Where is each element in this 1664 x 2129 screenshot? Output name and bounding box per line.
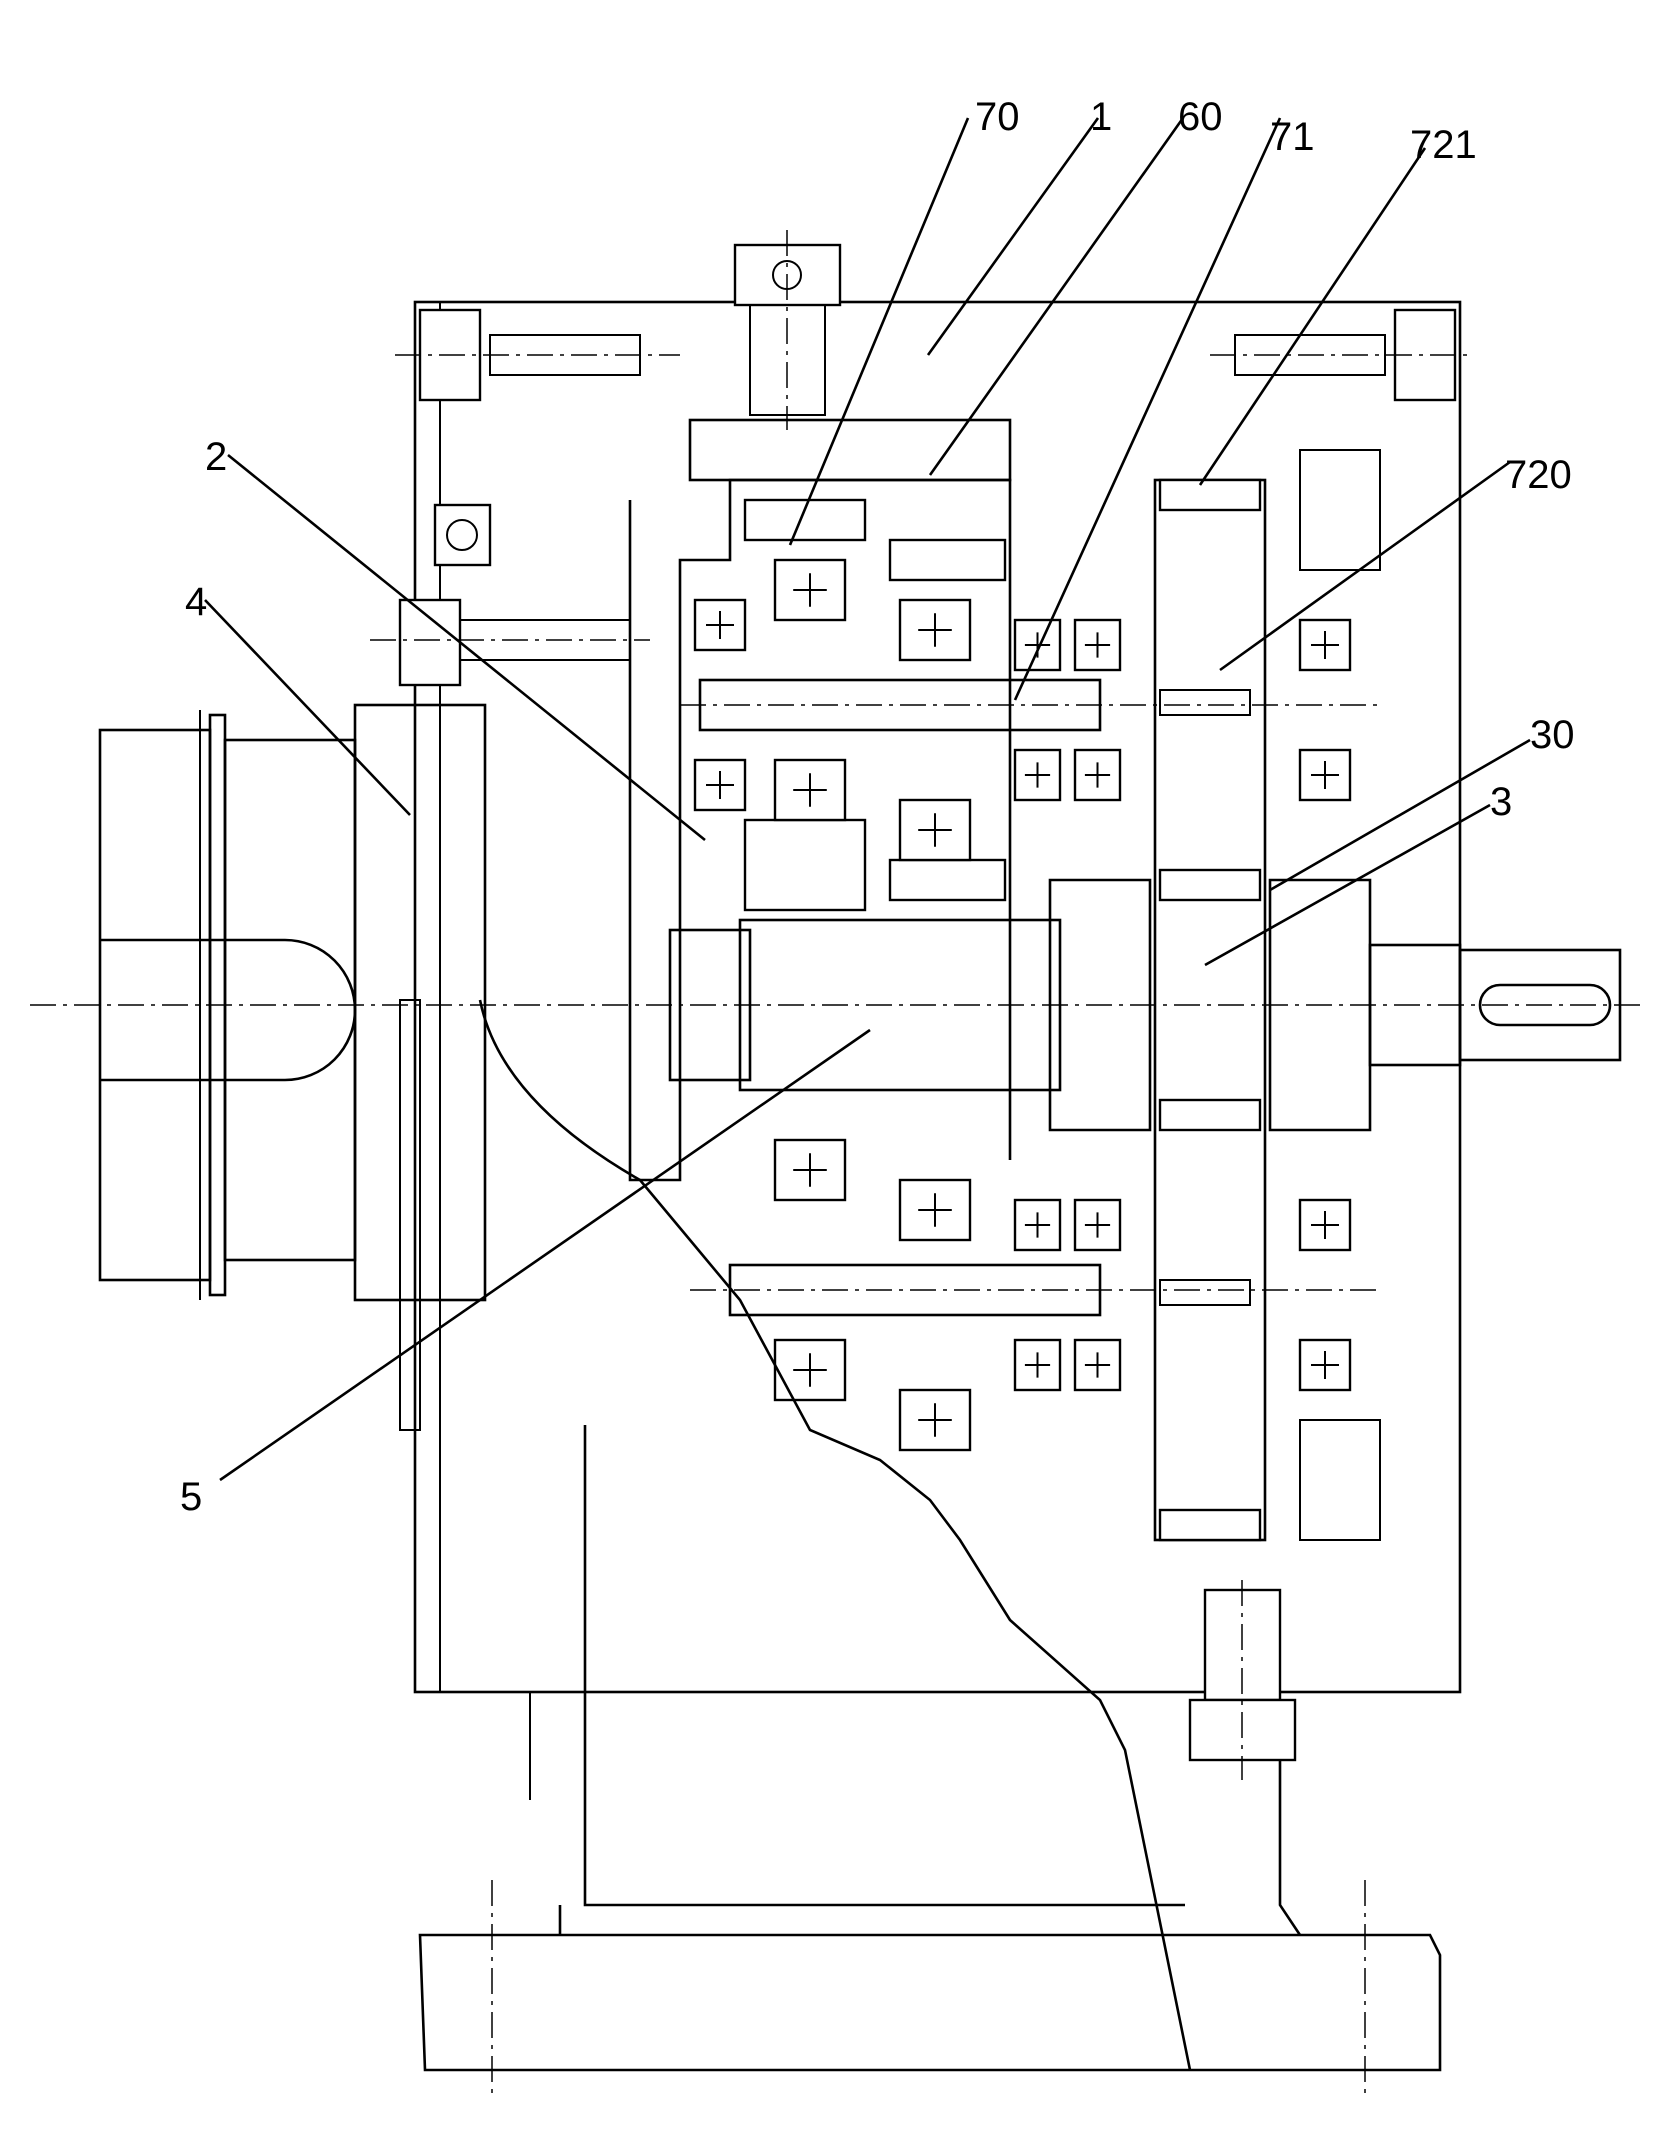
label-2: 2	[205, 435, 227, 479]
label-1: 1	[1090, 95, 1112, 139]
bearing-cross-mark	[706, 611, 734, 639]
bearing-cross-mark	[793, 1153, 827, 1187]
label-5: 5	[180, 1475, 202, 1519]
bearing-cross-mark	[1024, 1352, 1051, 1378]
bearing-cross-mark	[1024, 1212, 1051, 1238]
bearing-cross-mark	[918, 1403, 952, 1437]
bearing-cross-mark	[1084, 632, 1111, 658]
bearing-cross-mark	[918, 613, 952, 647]
label-30: 30	[1530, 713, 1575, 757]
label-721: 721	[1410, 123, 1477, 167]
bearing-cross-mark	[1311, 761, 1339, 789]
label-4: 4	[185, 580, 207, 624]
bearing-cross-mark	[1311, 631, 1339, 659]
bearing-cross-mark	[706, 771, 734, 799]
sun-shaft	[30, 918, 1640, 1092]
label-71: 71	[1270, 115, 1315, 159]
base-foot	[418, 999, 1442, 2100]
bearing-cross-mark	[793, 573, 827, 607]
reference-labels: 70 1 60 71 721 2 720 4 30 3 5	[180, 95, 1575, 1519]
bearing-cross-mark	[1084, 1212, 1111, 1238]
label-3: 3	[1490, 780, 1512, 824]
bearing-cross-mark	[1024, 762, 1051, 788]
bearing-cross-mark	[1084, 762, 1111, 788]
housing	[370, 230, 1470, 1800]
planetary-stage	[628, 418, 1380, 1452]
label-70: 70	[975, 95, 1020, 139]
motor	[98, 703, 487, 1431]
bearing-cross-mark	[918, 1193, 952, 1227]
bearing-cross-mark	[1084, 1352, 1111, 1378]
leader-lines	[204, 117, 1531, 1482]
bearing-cross-mark	[1311, 1211, 1339, 1239]
label-60: 60	[1178, 95, 1223, 139]
bearing-cross-mark	[793, 773, 827, 807]
bearing-cross-mark	[918, 813, 952, 847]
output-stage	[1048, 449, 1622, 1780]
label-720: 720	[1505, 453, 1572, 497]
bearing-cross-mark	[1311, 1351, 1339, 1379]
bearing-cross-mark	[793, 1353, 827, 1387]
